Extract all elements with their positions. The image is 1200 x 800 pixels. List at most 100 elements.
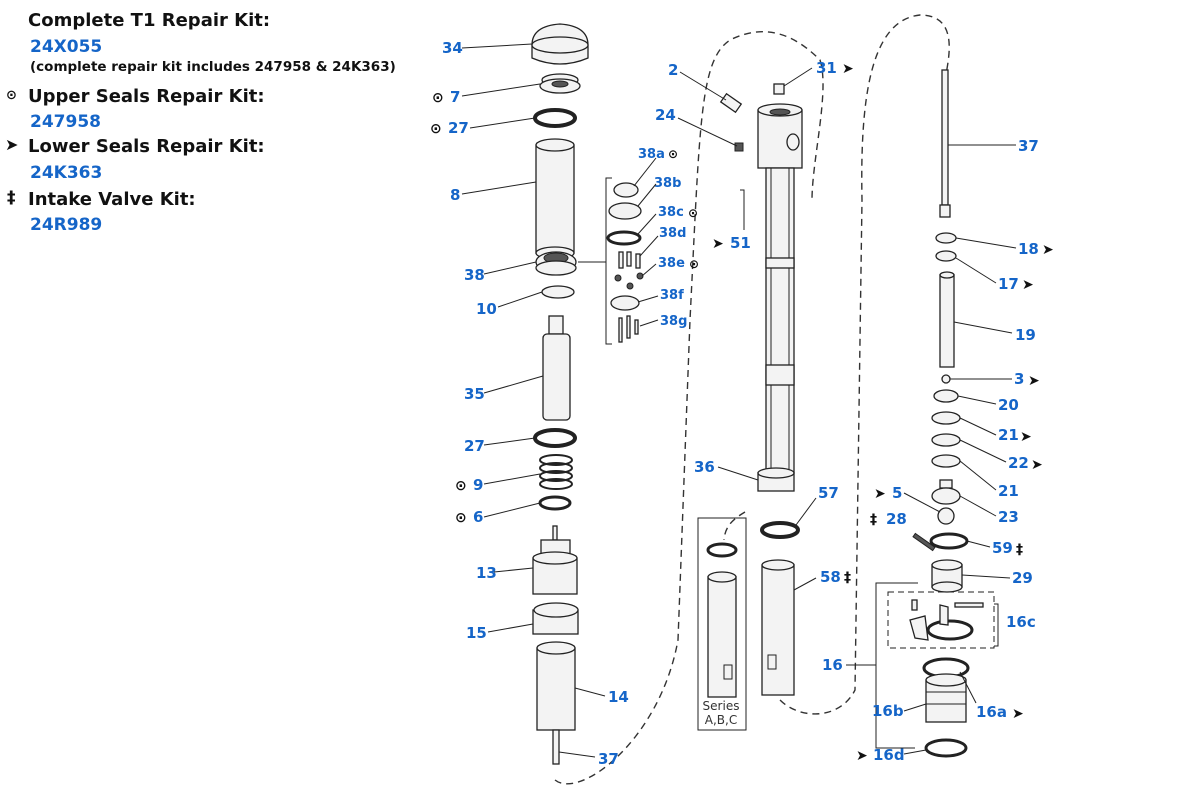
part-38e-balls <box>614 272 644 290</box>
part-27-oring-lower <box>533 428 577 448</box>
lower-seals-title: Lower Seals Repair Kit: <box>28 136 265 157</box>
part-16-foot-valve <box>922 657 970 723</box>
callout-38e-symbol-icon: ⊙ <box>689 257 699 271</box>
part-16c-box <box>887 591 995 649</box>
callout-28-symbol-icon: ‡ <box>870 512 877 528</box>
callout-38a: 38a <box>638 147 665 162</box>
bracket-16c <box>994 603 999 647</box>
callout-31: 31 <box>816 59 837 77</box>
series-label-line2: A,B,C <box>705 713 737 727</box>
part-8-cylinder <box>535 138 575 260</box>
intake-valve-code: 24R989 <box>30 215 103 235</box>
callout-labels: 34 ⊙ 7 ⊙ 27 8 38 10 35 27 ⊙ 9 ⊙ 6 13 15 … <box>430 39 1054 768</box>
part-10-washer <box>541 285 575 299</box>
callout-3: 3 <box>1014 370 1024 388</box>
series-inset: Series A,B,C <box>697 511 747 731</box>
callout-38b: 38b <box>654 176 681 191</box>
part-6-ring <box>538 495 572 511</box>
callout-51: 51 <box>730 234 751 252</box>
callout-8: 8 <box>450 186 460 204</box>
callout-38c-symbol-icon: ⊙ <box>688 206 698 220</box>
callout-17: 17 <box>998 275 1019 293</box>
series-label-line1: Series <box>703 699 740 713</box>
callout-5-symbol-icon: ➤ <box>874 486 886 502</box>
part-17-seal <box>935 250 957 262</box>
callout-9-symbol-icon: ⊙ <box>455 478 467 494</box>
part-31-plug <box>773 83 785 95</box>
part-3-ball <box>941 374 951 384</box>
callout-13: 13 <box>476 564 497 582</box>
part-16c-clip <box>909 599 984 641</box>
callout-16c: 16c <box>1006 613 1036 631</box>
callout-59-symbol-icon: ‡ <box>1016 542 1023 558</box>
bracket-38 <box>605 177 612 345</box>
callout-31-symbol-icon: ➤ <box>842 61 854 77</box>
callout-36: 36 <box>694 458 715 476</box>
callout-10: 10 <box>476 300 497 318</box>
callout-21a: 21 <box>998 426 1019 444</box>
part-14-sleeve <box>536 641 576 731</box>
part-23-piston <box>931 479 961 505</box>
callout-38f: 38f <box>660 288 684 303</box>
part-28-pin <box>912 532 936 552</box>
callout-28: 28 <box>886 510 907 528</box>
callout-57: 57 <box>818 484 839 502</box>
part-36-pump-body <box>757 103 803 492</box>
part-19-rod <box>939 271 955 368</box>
callout-38e: 38e <box>658 256 685 271</box>
callout-38c: 38c <box>658 205 684 220</box>
callout-58: 58 <box>820 568 841 586</box>
part-21-seal-upper <box>931 411 961 425</box>
lower-seals-code: 24K363 <box>30 163 103 183</box>
complete-kit-code: 24X055 <box>30 37 103 57</box>
part-58-intake-tube <box>761 559 795 696</box>
part-24-screw <box>734 142 744 152</box>
complete-kit-note: (complete repair kit includes 247958 & 2… <box>30 59 396 75</box>
callout-9: 9 <box>473 476 483 494</box>
part-20-gland <box>933 389 959 403</box>
callout-16d-symbol-icon: ➤ <box>856 748 868 764</box>
intake-valve-symbol-icon: ‡ <box>7 188 16 208</box>
part-18-seal <box>935 232 957 244</box>
callout-37b: 37 <box>1018 137 1039 155</box>
part-38-valve-assembly <box>535 251 577 276</box>
callout-38: 38 <box>464 266 485 284</box>
part-27-oring-upper <box>533 108 577 128</box>
callout-18-symbol-icon: ➤ <box>1042 242 1054 258</box>
callout-16d: 16d <box>873 746 905 764</box>
part-29-valve-seat <box>931 559 963 593</box>
callout-7: 7 <box>450 88 460 106</box>
part-21-seal-lower <box>931 454 961 468</box>
part-38b <box>608 202 642 220</box>
assembly-path-right <box>779 14 950 715</box>
callout-27a-symbol-icon: ⊙ <box>430 121 442 137</box>
callout-21a-symbol-icon: ➤ <box>1020 429 1032 445</box>
kit-legend: Complete T1 Repair Kit: 24X055 (complete… <box>0 0 420 260</box>
callout-29: 29 <box>1012 569 1033 587</box>
upper-seals-title: Upper Seals Repair Kit: <box>28 86 265 107</box>
callout-38d: 38d <box>659 226 686 241</box>
part-9-spring <box>539 454 573 490</box>
callout-16a-symbol-icon: ➤ <box>1012 706 1024 722</box>
callout-27a: 27 <box>448 119 469 137</box>
part-38a <box>613 182 639 198</box>
part-51-tube <box>740 189 745 230</box>
callout-22: 22 <box>1008 454 1029 472</box>
callout-35: 35 <box>464 385 485 403</box>
callout-51-symbol-icon: ➤ <box>712 236 724 252</box>
callout-6-symbol-icon: ⊙ <box>455 510 467 526</box>
callout-38a-symbol-icon: ⊙ <box>668 147 678 161</box>
callout-16b: 16b <box>872 702 904 720</box>
callout-23: 23 <box>998 508 1019 526</box>
callout-24: 24 <box>655 106 676 124</box>
callout-16a: 16a <box>976 703 1007 721</box>
part-7-seal <box>539 73 581 94</box>
part-16d-oring <box>924 738 968 758</box>
upper-seals-symbol-icon: ⊙ <box>6 88 17 103</box>
callout-17-symbol-icon: ➤ <box>1022 277 1034 293</box>
callout-20: 20 <box>998 396 1019 414</box>
callout-22-symbol-icon: ➤ <box>1031 457 1043 473</box>
part-2-fitting <box>719 92 743 114</box>
callout-5: 5 <box>892 484 902 502</box>
